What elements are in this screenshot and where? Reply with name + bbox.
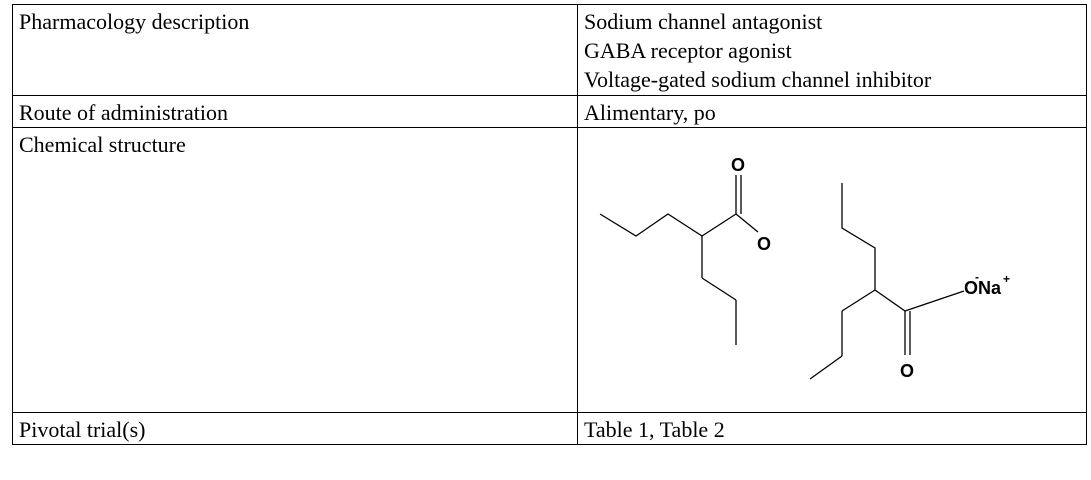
pivotal-value: Table 1, Table 2 [584, 417, 725, 442]
salt-oxygen: O [964, 278, 978, 298]
sodium-valproate-structure [809, 183, 965, 380]
route-label-cell: Route of administration [12, 95, 578, 128]
structure-image-cell: O O O - Na + O [577, 127, 1087, 413]
route-label: Route of administration [19, 100, 228, 125]
table-row-route: Route of administration Alimentary, po [12, 95, 1087, 128]
pharmacology-label-cell: Pharmacology description [12, 4, 578, 96]
acid-carbonyl-oxygen: O [731, 155, 745, 175]
pharmacology-value-2: GABA receptor agonist [584, 38, 792, 63]
table-row-pharmacology: Pharmacology description Sodium channel … [12, 4, 1087, 96]
pivotal-value-cell: Table 1, Table 2 [577, 412, 1087, 445]
pharmacology-value-1: Sodium channel antagonist [584, 9, 823, 34]
pharmacology-value-cell: Sodium channel antagonist GABA receptor … [577, 4, 1087, 96]
table-row-structure: Chemical structure O O [12, 127, 1087, 413]
sodium-plus-charge: + [1003, 272, 1010, 286]
pivotal-label-cell: Pivotal trial(s) [12, 412, 578, 445]
acid-hydroxyl-oxygen: O [757, 234, 771, 254]
oxygen-minus-charge: - [975, 270, 979, 284]
pharmacology-label: Pharmacology description [19, 9, 250, 34]
pivotal-label: Pivotal trial(s) [19, 417, 146, 442]
sodium-atom: Na [978, 278, 1002, 298]
salt-carbonyl-oxygen: O [900, 361, 914, 381]
valproic-acid-structure [599, 175, 759, 345]
structure-label: Chemical structure [19, 132, 186, 157]
route-value: Alimentary, po [584, 100, 716, 125]
valproate-structure-diagram: O O O - Na + O [599, 155, 1010, 381]
route-value-cell: Alimentary, po [577, 95, 1087, 128]
table-row-pivotal: Pivotal trial(s) Table 1, Table 2 [12, 412, 1087, 445]
drug-info-table: Pharmacology description Sodium channel … [12, 4, 1087, 445]
pharmacology-value-3: Voltage-gated sodium channel inhibitor [584, 67, 932, 92]
structure-label-cell: Chemical structure [12, 127, 578, 413]
